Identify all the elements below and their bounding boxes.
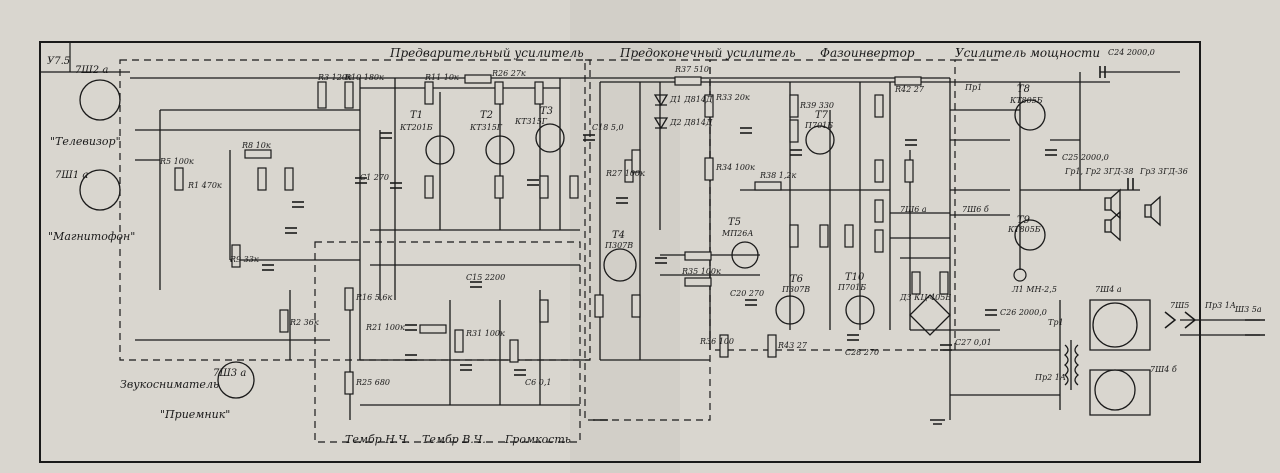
tape-input-label: "Магнитофон" bbox=[48, 230, 135, 243]
r38-label: R38 1,2к bbox=[759, 171, 796, 180]
c15-label: С15 2200 bbox=[466, 273, 505, 282]
indicator-lamp bbox=[1013, 268, 1027, 282]
r8-label: R8 10к bbox=[241, 141, 271, 150]
c20-label: С20 270 bbox=[730, 289, 764, 298]
conn-pwr2-label: 7Ш4 б bbox=[1150, 365, 1177, 374]
t7-type-label: П701Б bbox=[804, 121, 833, 130]
t1-type-label: КТ201Б bbox=[399, 123, 433, 132]
mains-plug bbox=[1164, 311, 1265, 336]
bass-control-label: Тембр Н.Ч. bbox=[345, 433, 410, 446]
r42-label: R42 27 bbox=[894, 85, 925, 94]
t10-label: Т10 bbox=[845, 272, 865, 283]
r27-label: R27 100к bbox=[605, 169, 645, 178]
speakers-label: Гр1, Гр2 3ГД-38 bbox=[1064, 167, 1133, 176]
conn-pwr-label: 7Ш4 а bbox=[1095, 285, 1122, 294]
diodes bbox=[653, 94, 951, 336]
r25-label: R25 680 bbox=[355, 378, 390, 387]
t9-type-label: КТ805Б bbox=[1007, 225, 1041, 234]
r37-label: R37 510 bbox=[674, 65, 709, 74]
r10-label: R10 180к bbox=[344, 73, 384, 82]
t6-label: Т6 bbox=[790, 274, 804, 285]
t8-type-label: КТ805Б bbox=[1009, 96, 1043, 105]
volume-control-label: Громкость bbox=[504, 433, 571, 446]
pickup-input-label: Звукосниматель bbox=[120, 378, 219, 391]
c26-label: С26 2000,0 bbox=[1000, 308, 1047, 317]
r33-label: R33 20к bbox=[715, 93, 750, 102]
wiring bbox=[130, 71, 1260, 420]
transistor-symbols bbox=[425, 99, 1046, 325]
fuse1-label: Пр1 bbox=[964, 83, 982, 92]
t3-label: Т3 bbox=[540, 106, 553, 117]
treble-control-label: Тембр В.Ч. bbox=[422, 433, 486, 446]
r21-label: R21 100к bbox=[365, 323, 405, 332]
r26-label: R26 27к bbox=[491, 69, 526, 78]
r2-label: R2 36к bbox=[289, 318, 319, 327]
outer-frame bbox=[39, 41, 1201, 463]
c6-label: С6 0,1 bbox=[525, 378, 551, 387]
tv-input-label: "Телевизор" bbox=[50, 135, 121, 148]
fuse2-label: Пр2 1А bbox=[1034, 373, 1066, 382]
r35-label: R35 100к bbox=[681, 267, 721, 276]
r43-label: R43 27 bbox=[777, 341, 808, 350]
block-id: У7.5 bbox=[47, 56, 70, 67]
r5-label: R5 100к bbox=[159, 157, 194, 166]
c28-label: С28 270 bbox=[845, 348, 879, 357]
section-phase-inverter-label: Фазоинвертор bbox=[820, 46, 915, 60]
t6-type-label: П307В bbox=[781, 285, 810, 294]
speakers bbox=[1104, 188, 1161, 242]
c27-label: С27 0,01 bbox=[955, 338, 992, 347]
r31-label: R31 100к bbox=[465, 329, 505, 338]
transformer-symbol bbox=[1063, 340, 1080, 390]
lamp-label: Л1 МН-2,5 bbox=[1011, 285, 1057, 294]
mains-plug-label: Ш3 5а bbox=[1234, 305, 1262, 314]
section-prefinal-label: Предоконечный усилитель bbox=[619, 46, 796, 60]
d2-label: Д2 Д814Д bbox=[669, 118, 713, 127]
t3-type-label: КТ315Г bbox=[514, 117, 548, 126]
r39-label: R39 330 bbox=[799, 101, 834, 110]
radio-input-label: "Приемник" bbox=[160, 408, 230, 421]
speaker3-label: Гр3 3ГД-36 bbox=[1139, 167, 1188, 176]
resistors bbox=[174, 74, 949, 395]
tv-connector-label: 7Ш2 а bbox=[75, 65, 108, 76]
c1-label: С1 270 bbox=[360, 173, 389, 182]
t4-label: Т4 bbox=[612, 230, 625, 241]
transformer-label: Тр1 bbox=[1048, 318, 1064, 327]
d1-label: Д1 Д814Д bbox=[669, 95, 713, 104]
c18-label: С18 5,0 bbox=[592, 123, 624, 132]
r9-label: R9 33к bbox=[229, 255, 259, 264]
t9-label: Т9 bbox=[1017, 215, 1031, 226]
t4-type-label: П307В bbox=[604, 241, 633, 250]
conn-out-label: 7Ш6 б bbox=[962, 205, 989, 214]
r1-label: R1 470к bbox=[187, 181, 222, 190]
tape-connector-label: 7Ш1 а bbox=[55, 170, 88, 181]
r3-label: R3 120к bbox=[317, 73, 352, 82]
t10-type-label: П701Б bbox=[837, 283, 866, 292]
t2-type-label: КТ315Г bbox=[469, 123, 503, 132]
t7-label: Т7 bbox=[815, 110, 829, 121]
conn-outa-label: 7Ш6 а bbox=[900, 205, 927, 214]
t8-label: Т8 bbox=[1017, 84, 1030, 95]
t2-label: Т2 bbox=[480, 110, 493, 121]
din-connectors bbox=[79, 79, 1151, 416]
fuse3-label: Пр3 1А bbox=[1204, 301, 1236, 310]
section-power-amp-label: Усилитель мощности bbox=[955, 46, 1100, 60]
d3-label: Д3 КЦ-405Б bbox=[899, 293, 951, 302]
c24-label: С24 2000,0 bbox=[1108, 48, 1155, 57]
t1-label: Т1 bbox=[410, 110, 423, 121]
paper-fold bbox=[570, 0, 680, 473]
r36-label: R36 100 bbox=[699, 337, 734, 346]
pickup-connector-label: 7Ш3 а bbox=[213, 368, 246, 379]
r34-label: R34 100к bbox=[715, 163, 755, 172]
capacitors bbox=[262, 66, 1134, 376]
t5-label: Т5 bbox=[728, 217, 741, 228]
conn-7sh5-label: 7Ш5 bbox=[1170, 301, 1189, 310]
r11-label: R11 10к bbox=[424, 73, 459, 82]
section-preamp-label: Предварительный усилитель bbox=[389, 46, 584, 60]
ground-symbols bbox=[593, 419, 945, 425]
c25-label: С25 2000,0 bbox=[1062, 153, 1109, 162]
t5-type-label: МП26А bbox=[721, 229, 753, 238]
r16-label: R16 5,6к bbox=[355, 293, 392, 302]
